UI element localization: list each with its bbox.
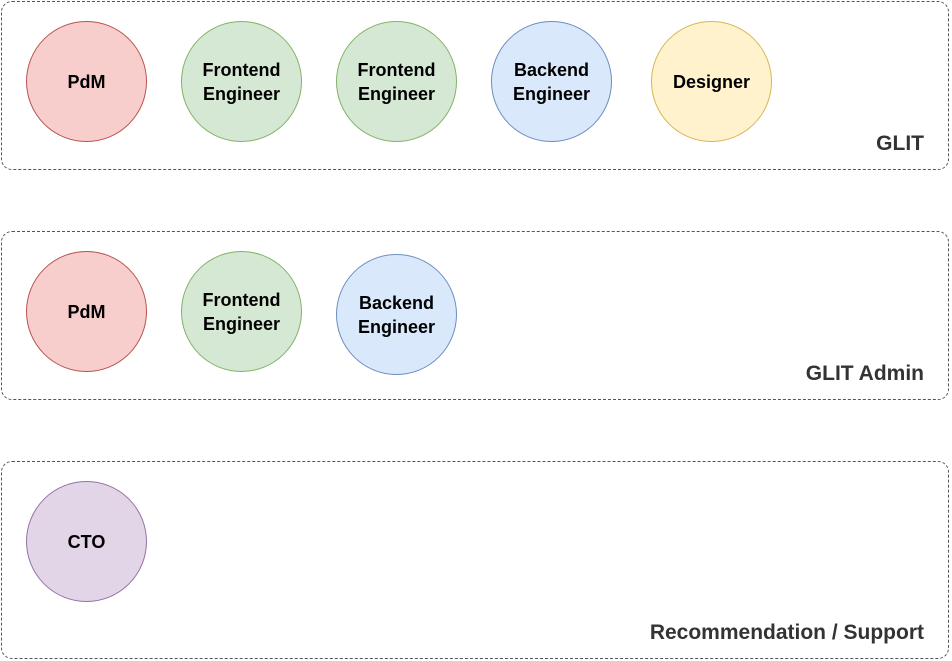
member-node-backend-engineer[interactable]: Backend Engineer	[491, 21, 612, 142]
member-node-frontend-engineer[interactable]: Frontend Engineer	[181, 21, 302, 142]
member-node-cto[interactable]: CTO	[26, 481, 147, 602]
member-node-designer[interactable]: Designer	[651, 21, 772, 142]
member-node-frontend-engineer[interactable]: Frontend Engineer	[181, 251, 302, 372]
group-label: GLIT Admin	[805, 362, 924, 385]
group-label: Recommendation / Support	[649, 621, 924, 644]
member-node-pdm[interactable]: PdM	[26, 21, 147, 142]
group-label: GLIT	[876, 132, 924, 155]
member-node-frontend-engineer[interactable]: Frontend Engineer	[336, 21, 457, 142]
member-node-backend-engineer[interactable]: Backend Engineer	[336, 254, 457, 375]
team-group-glit-admin: PdM Frontend Engineer Backend Engineer G…	[1, 231, 949, 400]
team-group-recommendation-support: CTO Recommendation / Support	[1, 461, 949, 659]
member-node-pdm[interactable]: PdM	[26, 251, 147, 372]
team-group-glit: PdM Frontend Engineer Frontend Engineer …	[1, 1, 949, 170]
